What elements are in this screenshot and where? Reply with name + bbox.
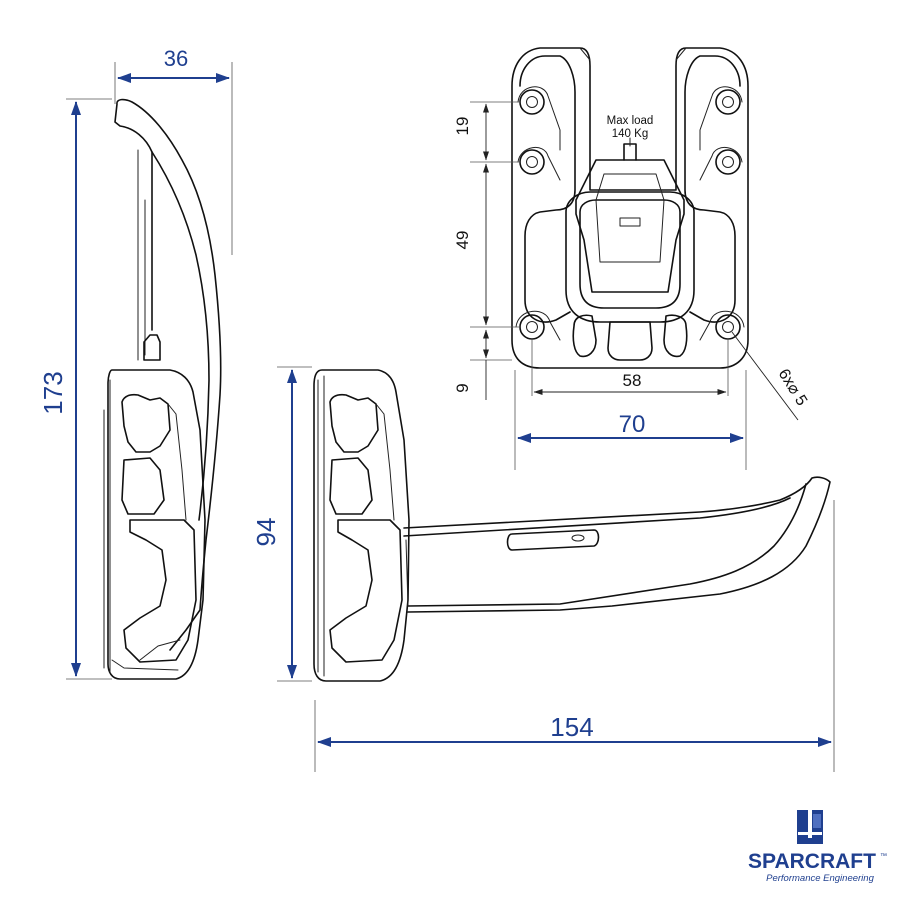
front-arm-hook [403, 476, 831, 613]
logo-name: SPARCRAFT [748, 850, 876, 873]
top-view: Max load 140 Kg 19 49 9 [453, 47, 811, 470]
front-arm-pad [506, 529, 600, 551]
holes-label: 6x⌀ 5 [775, 366, 811, 409]
body-height-label: 94 [251, 518, 281, 547]
top-plate-outline [511, 47, 749, 369]
side-mount-body [107, 369, 206, 680]
sparcraft-logo: SPARCRAFT ™ Performance Engineering [748, 810, 887, 884]
spacing-top-label: 19 [453, 117, 472, 136]
spacing-bottom-label: 9 [453, 383, 472, 392]
spacing-middle-label: 49 [453, 231, 472, 250]
top-center-loop [565, 191, 695, 323]
front-mount-body [313, 369, 410, 682]
arm-length-label: 154 [550, 712, 593, 742]
front-view: 94 154 [251, 366, 835, 772]
plate-width-label: 70 [619, 411, 646, 438]
max-load-line1: Max load [607, 115, 654, 127]
side-view: 36 173 [38, 46, 233, 680]
logo-trademark: ™ [880, 853, 887, 860]
total-height-label: 173 [38, 371, 68, 414]
logo-tagline: Performance Engineering [766, 873, 874, 884]
side-hook-profile [114, 98, 222, 651]
hole-spacing-label: 58 [623, 371, 642, 390]
max-load-line2: 140 Kg [612, 128, 648, 140]
side-width-label: 36 [164, 46, 188, 71]
side-stud [143, 334, 161, 361]
